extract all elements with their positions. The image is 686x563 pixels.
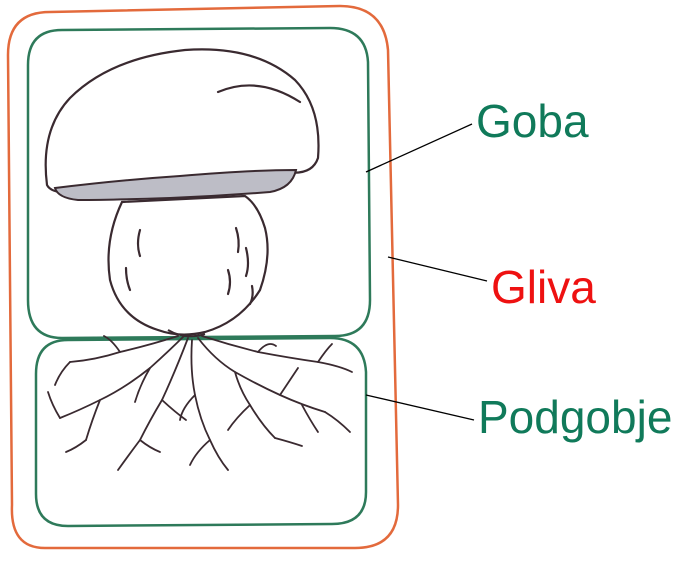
mushroom-stem — [109, 196, 268, 335]
label-gliva: Gliva — [491, 264, 596, 310]
mycelium-hyphae — [48, 335, 352, 470]
label-goba: Goba — [476, 98, 589, 144]
label-podgobje: Podgobje — [478, 394, 672, 440]
goba-leader-line — [366, 124, 472, 172]
podgobje-leader-line — [366, 395, 474, 420]
podgobje-region-boundary — [36, 338, 366, 526]
gliva-leader-line — [388, 257, 487, 281]
